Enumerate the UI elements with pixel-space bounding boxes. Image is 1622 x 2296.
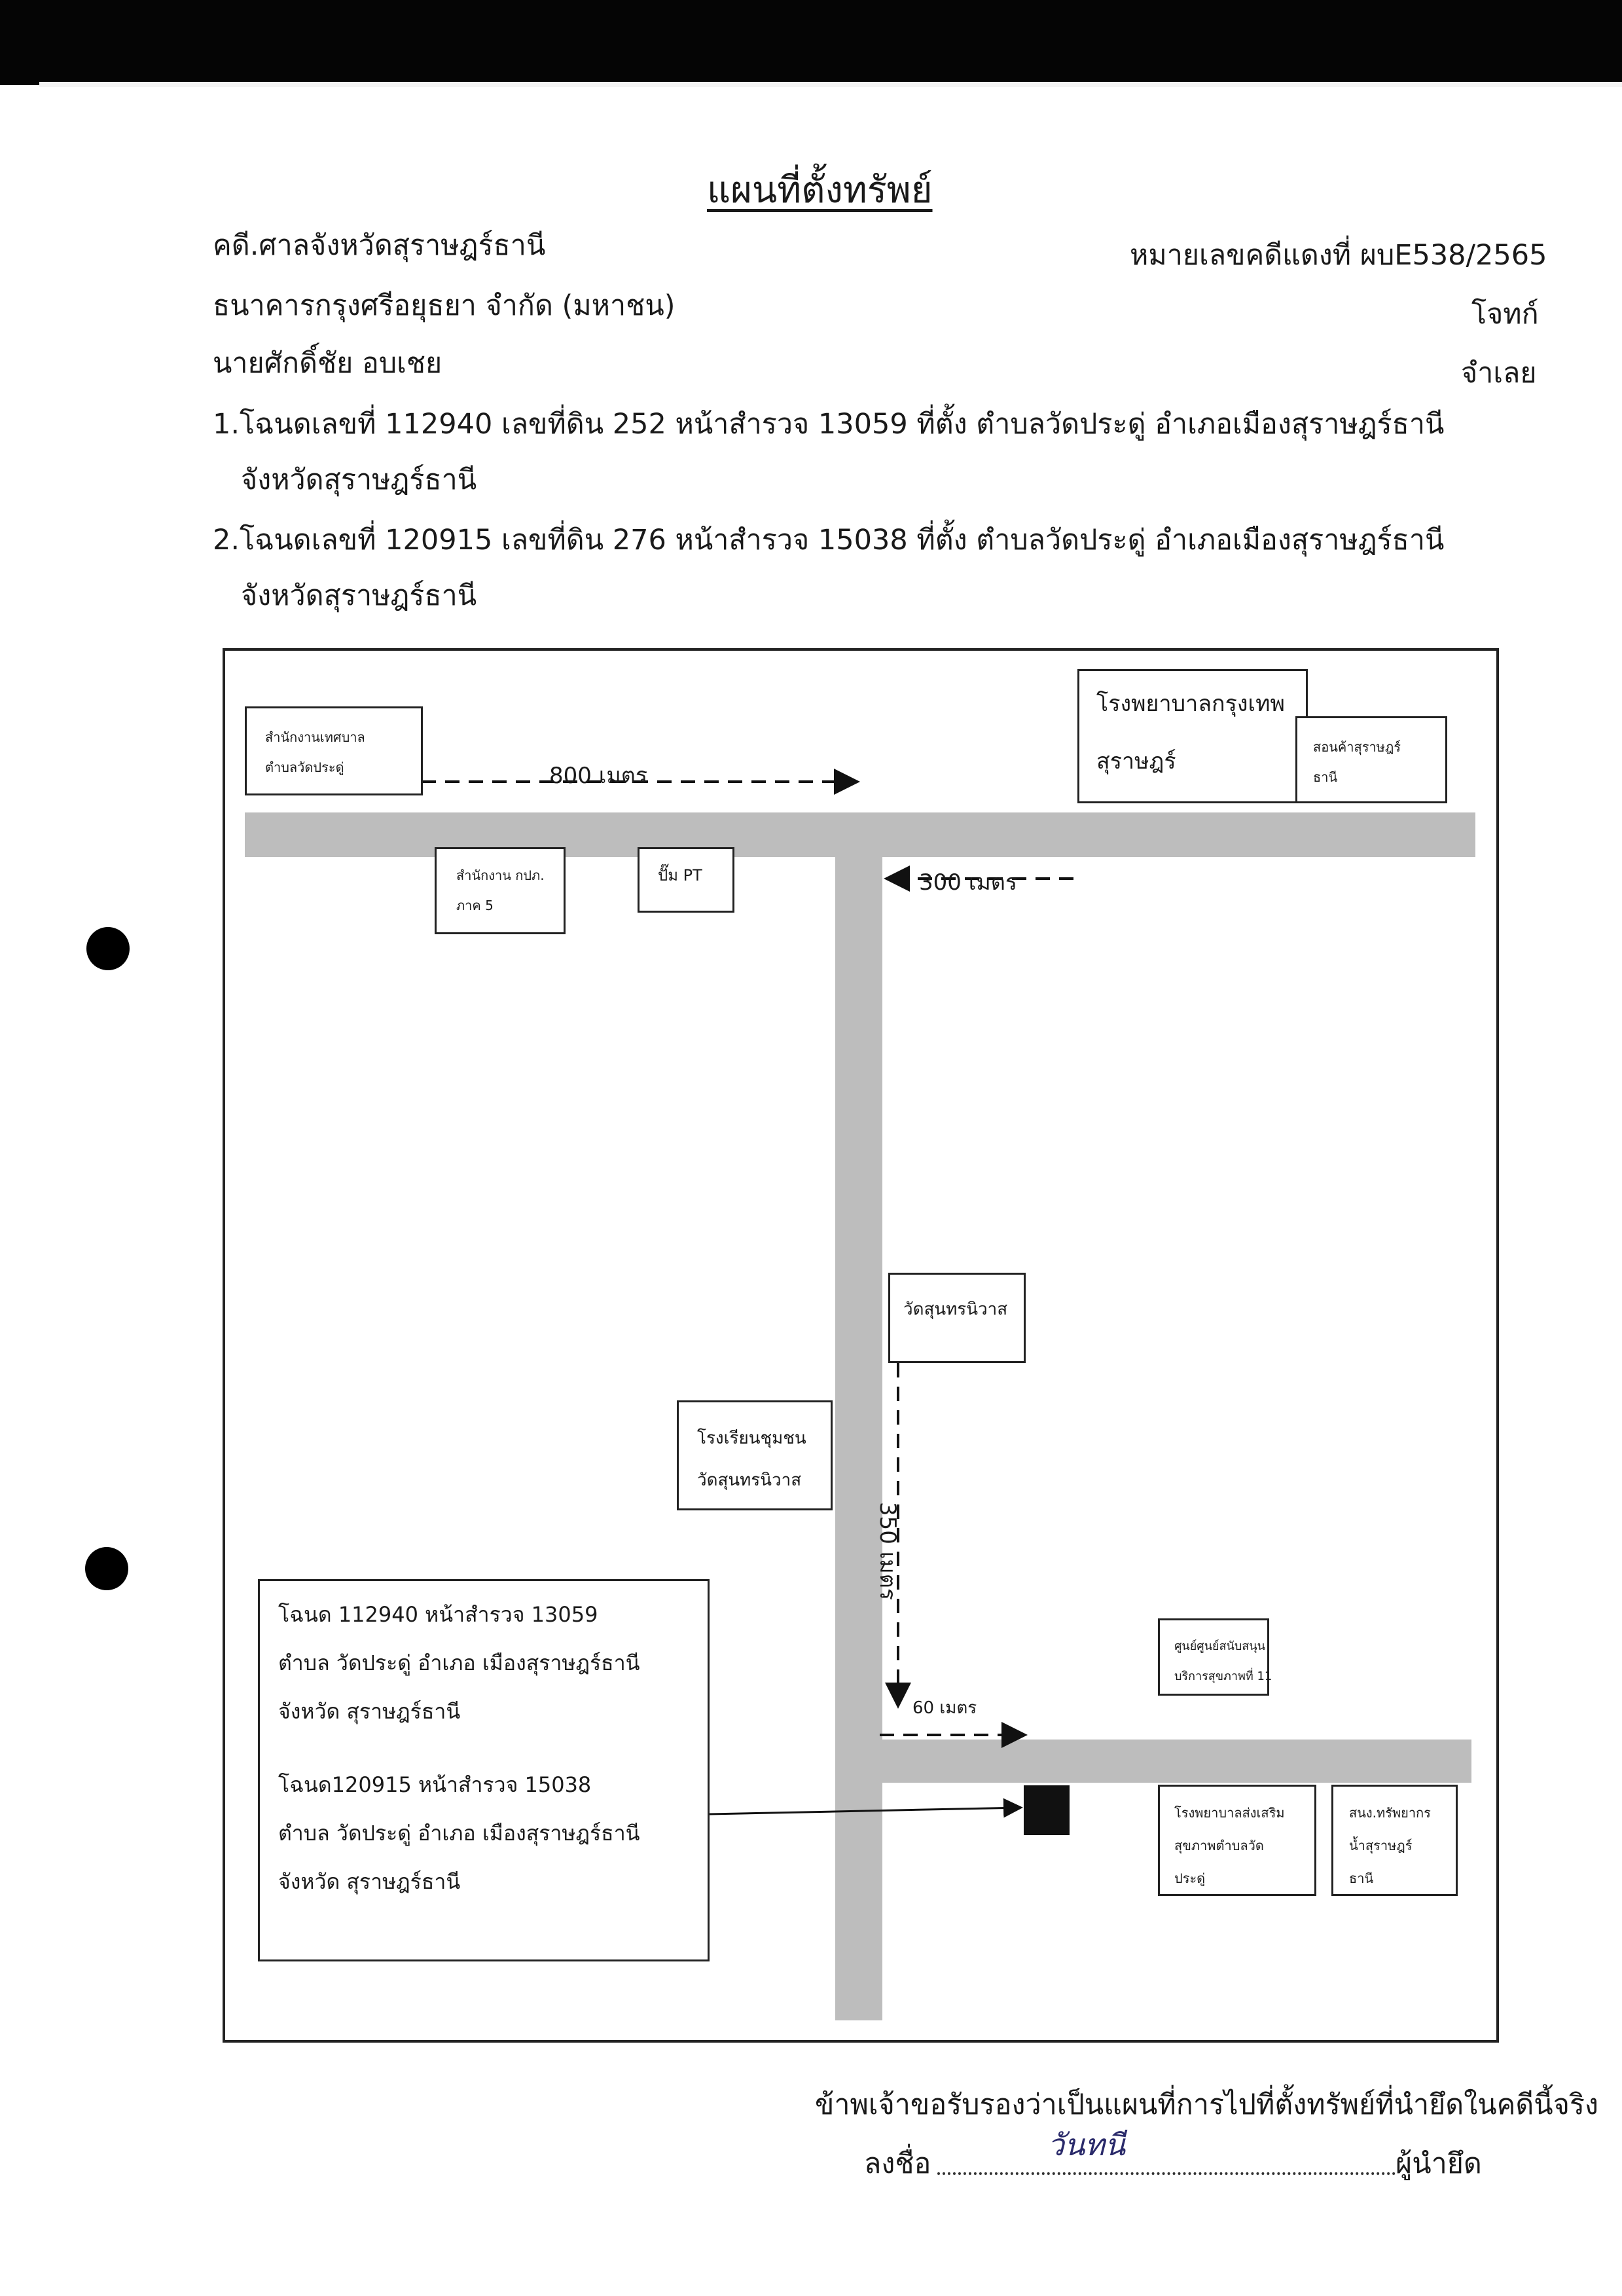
plaintiff-name: ธนาคารกรุงศรีอยุธยา จำกัด (มหาชน) — [213, 289, 676, 322]
punch-hole-bottom — [85, 1547, 128, 1590]
case-number: หมายเลขคดีแดงที่ ผบE538/2565 — [1130, 239, 1547, 272]
box-school: โรงเรียนชุมชน วัดสุนทรนิวาส — [677, 1400, 833, 1510]
box-pt-station: ปั๊ม PT — [638, 847, 734, 913]
seizer-label: ผู้นำยึด — [1396, 2147, 1482, 2180]
paper-edge — [39, 82, 1622, 87]
distance-300m: 300 เมตร — [919, 869, 1018, 896]
box-temple: วัดสุนทรนิวาส — [888, 1273, 1026, 1363]
box-subdistrict-hospital: โรงพยาบาลส่งเสริม สุขภาพตำบลวัด ประดู่ — [1158, 1785, 1316, 1896]
signature: วันทนี — [1047, 2127, 1126, 2162]
location-map: 800 เมตร 300 เมตร 350 เมตร 60 เมตร สำนัก… — [223, 648, 1499, 2043]
legend-box: โฉนด 112940 หน้าสำรวจ 13059 ตำบล วัดประด… — [258, 1579, 710, 1961]
deed-2-line2: จังหวัดสุราษฎร์ธานี — [241, 579, 477, 612]
box-pea-office: สำนักงาน กปภ. ภาค 5 — [435, 847, 566, 934]
box-water-resources: สนง.ทรัพยากร น้ำสุราษฎร์ ธานี — [1331, 1785, 1458, 1896]
punch-hole-top — [86, 927, 130, 970]
scan-border — [0, 0, 1622, 87]
page-title: แผนที่ตั้งทรัพย์ — [707, 169, 933, 211]
deed-1-line2: จังหวัดสุราษฎร์ธานี — [241, 464, 477, 496]
certification-text: ข้าพเจ้าขอรับรองว่าเป็นแผนที่การไปที่ตั้… — [815, 2088, 1598, 2121]
deed-2-line1: 2.โฉนดเลขที่ 120915 เลขที่ดิน 276 หน้าสำ… — [213, 524, 1445, 556]
box-health-center: ศูนย์ศูนย์สนับสนุน บริการสุขภาพที่ 11 — [1158, 1618, 1272, 1696]
box-store: สอนค้าสุราษฎร์ ธานี — [1295, 716, 1447, 803]
case-court: คดี.ศาลจังหวัดสุราษฎร์ธานี — [213, 229, 546, 262]
arrow-to-property — [709, 1798, 1023, 1818]
road-bottom — [882, 1740, 1471, 1783]
distance-60m: 60 เมตร — [912, 1698, 977, 1718]
route-arrows — [422, 769, 1073, 1818]
distance-800m: 800 เมตร — [549, 763, 648, 789]
distance-350m: 350 เมตร — [874, 1502, 901, 1601]
signature-line — [937, 2172, 1396, 2175]
box-municipal-office: สำนักงานเทศบาล ตำบลวัดประดู่ — [245, 706, 423, 795]
sign-label: ลงชื่อ — [864, 2147, 931, 2180]
plaintiff-label: โจทก์ — [1471, 298, 1539, 331]
defendant-label: จำเลย — [1461, 357, 1537, 390]
defendant-name: นายศักดิ์ชัย อบเชย — [213, 347, 442, 380]
road-vertical — [835, 857, 882, 2020]
property-marker — [1024, 1785, 1070, 1835]
box-bangkok-hospital: โรงพยาบาลกรุงเทพ สุราษฎร์ — [1077, 669, 1308, 803]
deed-1-line1: 1.โฉนดเลขที่ 112940 เลขที่ดิน 252 หน้าสำ… — [213, 408, 1445, 441]
